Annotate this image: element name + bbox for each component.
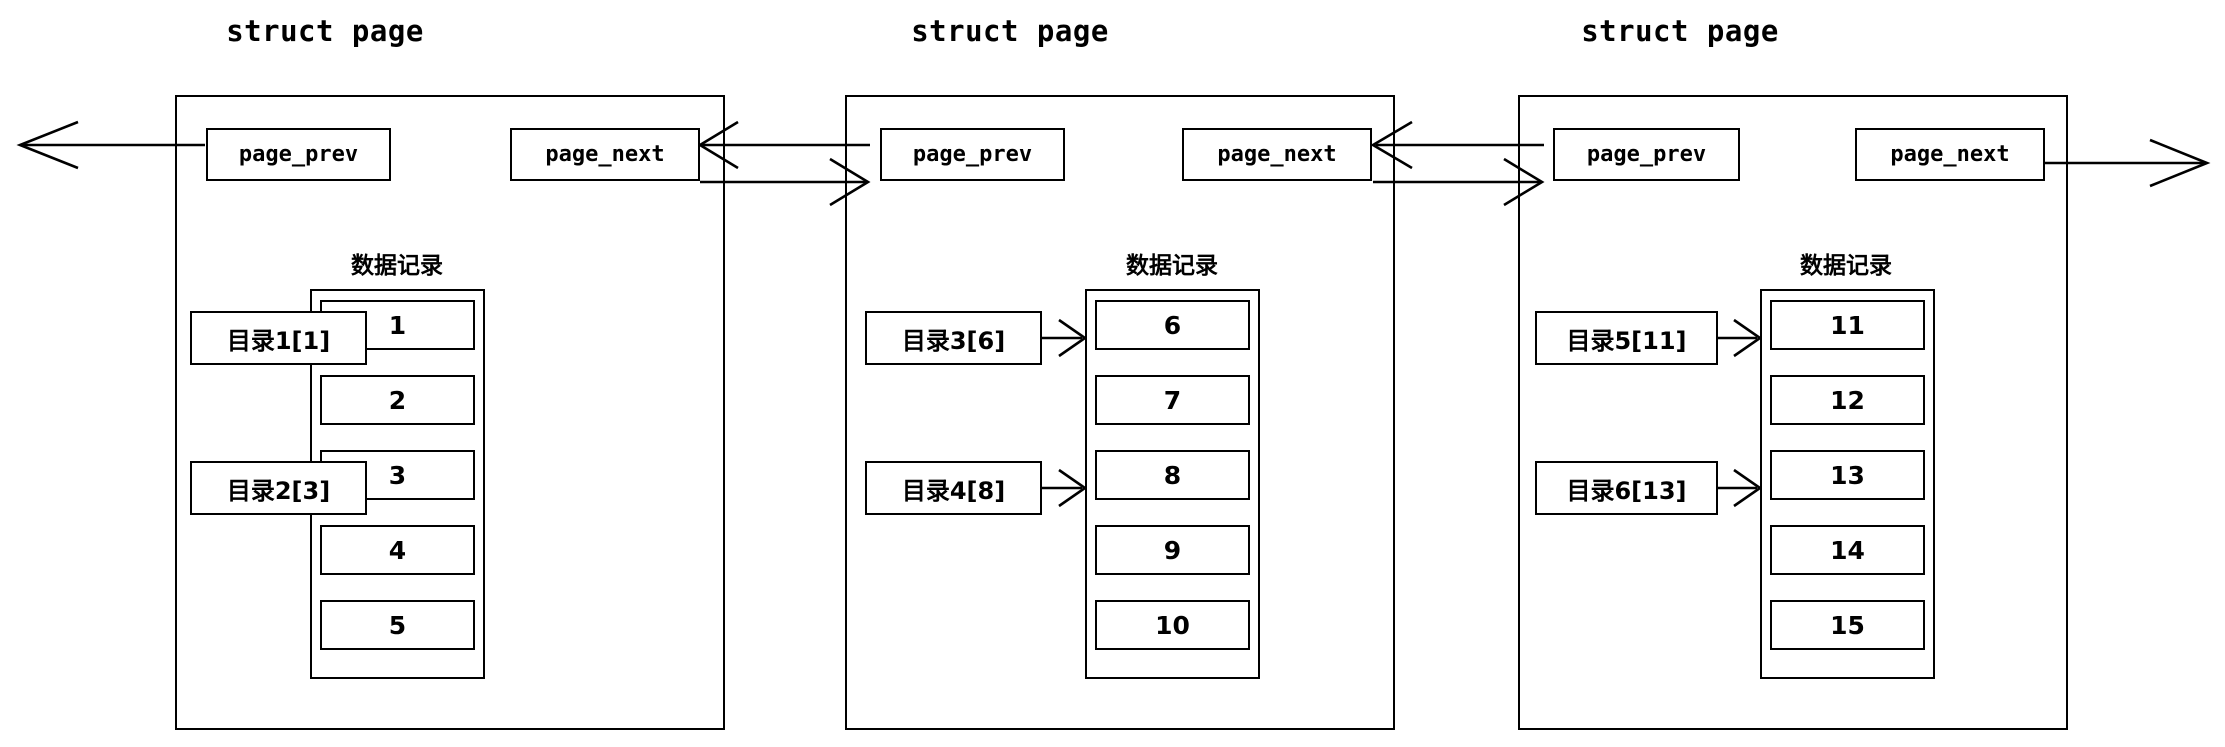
record-cell[interactable]: 15 bbox=[1770, 600, 1925, 650]
record-cell[interactable]: 13 bbox=[1770, 450, 1925, 500]
page-panel-1 bbox=[175, 95, 725, 730]
record-cell[interactable]: 14 bbox=[1770, 525, 1925, 575]
directory-box-1-2[interactable]: 目录2[3] bbox=[190, 461, 367, 515]
page-prev-box-1[interactable]: page_prev bbox=[206, 128, 391, 181]
record-cell[interactable]: 6 bbox=[1095, 300, 1250, 350]
records-container-3: 11 12 13 14 15 bbox=[1760, 289, 1935, 679]
directory-box-3-1[interactable]: 目录5[11] bbox=[1535, 311, 1718, 365]
page-prev-box-3[interactable]: page_prev bbox=[1553, 128, 1740, 181]
page-prev-box-2[interactable]: page_prev bbox=[880, 128, 1065, 181]
directory-box-1-1[interactable]: 目录1[1] bbox=[190, 311, 367, 365]
link-p1next-to-p2prev bbox=[700, 157, 871, 207]
record-cell[interactable]: 12 bbox=[1770, 375, 1925, 425]
record-cell[interactable]: 5 bbox=[320, 600, 475, 650]
record-cell[interactable]: 10 bbox=[1095, 600, 1250, 650]
page-panel-3 bbox=[1518, 95, 2068, 730]
record-cell[interactable]: 4 bbox=[320, 525, 475, 575]
record-cell[interactable]: 11 bbox=[1770, 300, 1925, 350]
records-caption-1: 数据记录 bbox=[351, 253, 443, 279]
page-next-box-2[interactable]: page_next bbox=[1182, 128, 1372, 181]
page-title-1: struct page bbox=[226, 14, 424, 48]
record-cell[interactable]: 8 bbox=[1095, 450, 1250, 500]
records-caption-2: 数据记录 bbox=[1126, 253, 1218, 279]
page-title-3: struct page bbox=[1581, 14, 1779, 48]
records-container-2: 6 7 8 9 10 bbox=[1085, 289, 1260, 679]
record-cell[interactable]: 7 bbox=[1095, 375, 1250, 425]
record-cell[interactable]: 9 bbox=[1095, 525, 1250, 575]
directory-box-2-2[interactable]: 目录4[8] bbox=[865, 461, 1042, 515]
page-panel-2 bbox=[845, 95, 1395, 730]
page-next-box-1[interactable]: page_next bbox=[510, 128, 700, 181]
directory-box-2-1[interactable]: 目录3[6] bbox=[865, 311, 1042, 365]
page-next-box-3[interactable]: page_next bbox=[1855, 128, 2045, 181]
link-p2next-to-p3prev bbox=[1373, 157, 1545, 207]
records-caption-3: 数据记录 bbox=[1800, 253, 1892, 279]
record-cell[interactable]: 2 bbox=[320, 375, 475, 425]
page-title-2: struct page bbox=[911, 14, 1109, 48]
directory-box-3-2[interactable]: 目录6[13] bbox=[1535, 461, 1718, 515]
